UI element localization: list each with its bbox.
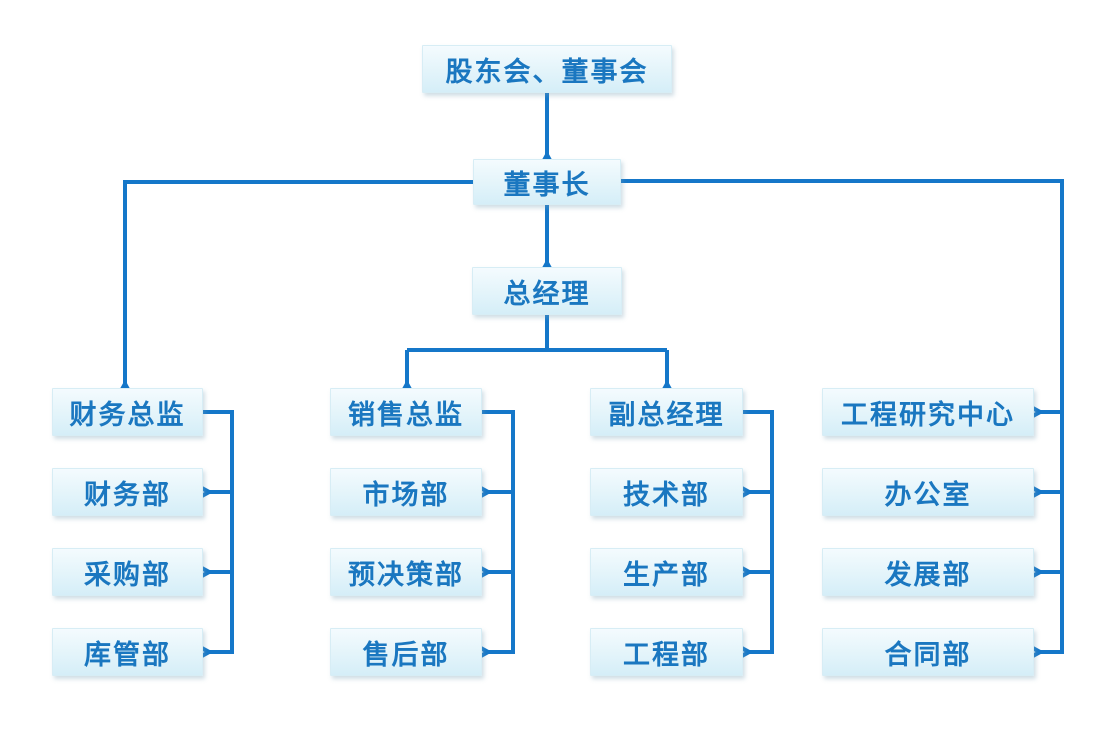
node-technology-dept: 技术部 (590, 468, 743, 516)
node-chairman: 董事长 (473, 159, 621, 205)
node-shareholders-board: 股东会、董事会 (422, 45, 672, 93)
node-engineering-research-center: 工程研究中心 (822, 388, 1034, 436)
node-engineering-dept: 工程部 (590, 628, 743, 676)
node-finance-dept: 财务部 (52, 468, 203, 516)
node-sales-director: 销售总监 (330, 388, 482, 436)
node-purchasing-dept: 采购部 (52, 548, 203, 596)
node-production-dept: 生产部 (590, 548, 743, 596)
node-development-dept: 发展部 (822, 548, 1034, 596)
node-finance-director: 财务总监 (52, 388, 203, 436)
node-after-sales-dept: 售后部 (330, 628, 482, 676)
node-deputy-general-manager: 副总经理 (590, 388, 743, 436)
node-budget-decision-dept: 预决策部 (330, 548, 482, 596)
edge-chairman-to-finance-director (125, 180, 473, 384)
edge-finance-director-to-warehouse-dept (203, 410, 234, 652)
node-contract-dept: 合同部 (822, 628, 1034, 676)
edge-deputy-general-manager-to-engineering-dept (743, 410, 774, 652)
edge-chairman-to-contract-dept (621, 179, 1064, 652)
node-warehouse-dept: 库管部 (52, 628, 203, 676)
node-office: 办公室 (822, 468, 1034, 516)
node-marketing-dept: 市场部 (330, 468, 482, 516)
node-general-manager: 总经理 (472, 267, 622, 315)
edge-sales-director-to-after-sales-dept (482, 410, 515, 652)
